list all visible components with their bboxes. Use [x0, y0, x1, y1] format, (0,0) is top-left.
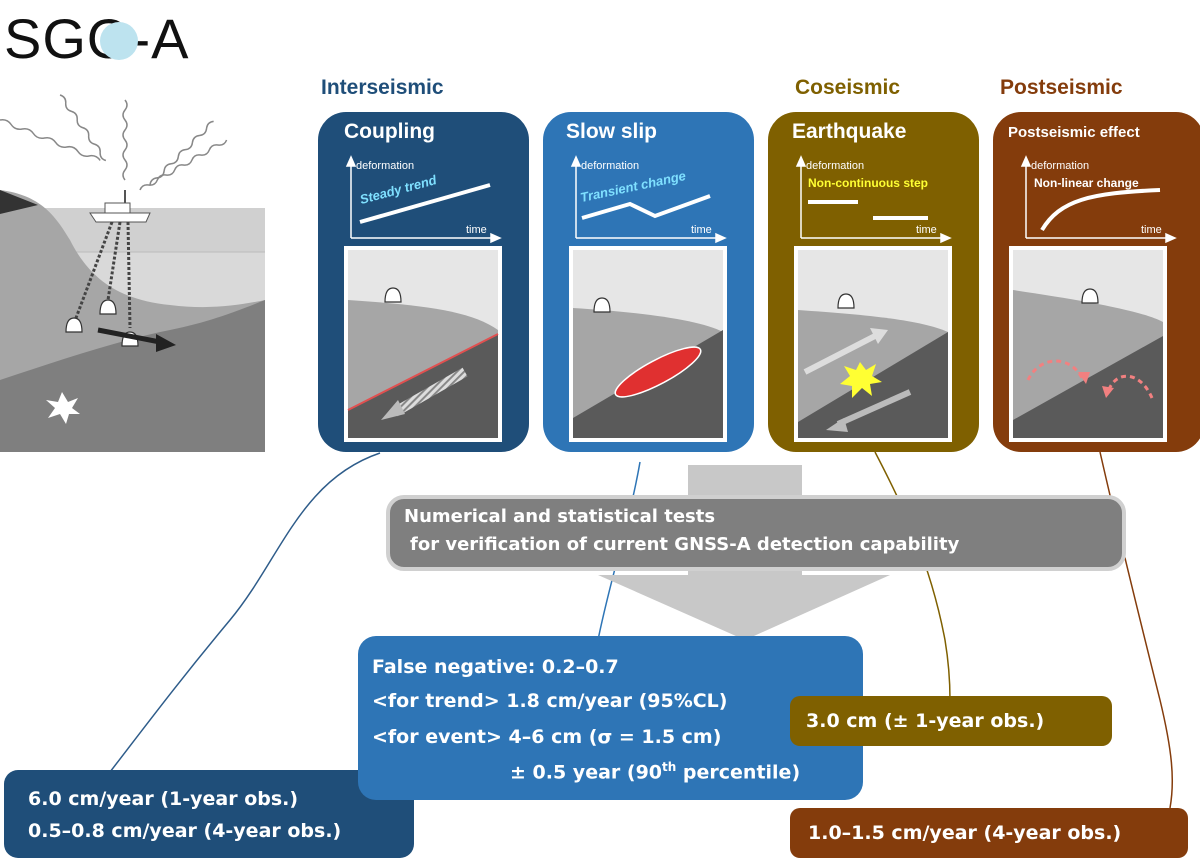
- annotation-non-linear-change: Non-linear change: [1034, 176, 1139, 190]
- ylabel-slow-slip: deformation: [581, 160, 640, 172]
- event-timing-pre: ± 0.5 year (90: [510, 761, 663, 784]
- phase-label-coseismic: Coseismic: [795, 76, 901, 99]
- event-timing-sup: th: [662, 760, 677, 774]
- interseismic-result-line1: 6.0 cm/year (1-year obs.): [28, 788, 299, 810]
- interseismic-result-bg: [4, 770, 414, 858]
- event-timing-text: ± 0.5 year (90th percentile): [510, 760, 800, 783]
- xlabel-slow-slip: time: [691, 224, 712, 236]
- interseismic-result-line2: 0.5–0.8 cm/year (4-year obs.): [28, 820, 342, 842]
- mini-chart-axes: [345, 155, 1177, 244]
- ylabel-earthquake: deformation: [806, 160, 865, 172]
- phase-label-postseismic: Postseismic: [1000, 76, 1123, 99]
- panel-transponders: [384, 287, 1099, 313]
- tests-box-bg: [386, 495, 1126, 571]
- card-title-coupling: Coupling: [344, 120, 435, 143]
- ship-icon: [89, 190, 151, 223]
- seafloor-scene: [0, 94, 265, 452]
- acoustic-ranging-lines: [74, 221, 132, 329]
- tests-box-line2: for verification of current GNSS-A detec…: [410, 534, 960, 555]
- gnss-signal-waves: [0, 94, 228, 191]
- buoy-logo-icon: [100, 22, 138, 60]
- plate-motion-arrow: [97, 327, 176, 352]
- postseismic-result-text: 1.0–1.5 cm/year (4-year obs.): [808, 822, 1122, 844]
- logo: SGO-A: [4, 7, 190, 70]
- trend-detection-text: <for trend> 1.8 cm/year (95%CL): [372, 690, 728, 712]
- postseismic-result-bg: [790, 808, 1188, 858]
- phase-label-interseismic: Interseismic: [321, 76, 444, 99]
- card-title-postseismic: Postseismic effect: [1008, 124, 1140, 141]
- tests-box-line1: Numerical and statistical tests: [404, 506, 716, 527]
- false-negative-text: False negative: 0.2–0.7: [372, 656, 619, 678]
- fault-panels: [344, 246, 1167, 442]
- coseismic-result-bg: [790, 696, 1112, 746]
- xlabel-earthquake: time: [916, 224, 937, 236]
- earthquake-star-icon: [46, 392, 80, 424]
- event-detection-text: <for event> 4–6 cm (σ = 1.5 cm): [372, 726, 722, 748]
- card-title-slow-slip: Slow slip: [566, 120, 658, 143]
- annotation-non-continuous-step: Non-continuous step: [808, 176, 928, 190]
- mini-chart-curves: [359, 183, 1161, 232]
- ylabel-postseismic: deformation: [1031, 160, 1090, 172]
- seafloor-transponders: [65, 299, 139, 347]
- card-title-earthquake: Earthquake: [792, 120, 907, 143]
- blue-result-bg: [358, 636, 863, 800]
- coseismic-result-text: 3.0 cm (± 1-year obs.): [806, 710, 1045, 732]
- ylabel-coupling: deformation: [356, 160, 415, 172]
- xlabel-coupling: time: [466, 224, 487, 236]
- xlabel-postseismic: time: [1141, 224, 1162, 236]
- event-timing-post: percentile): [676, 761, 801, 784]
